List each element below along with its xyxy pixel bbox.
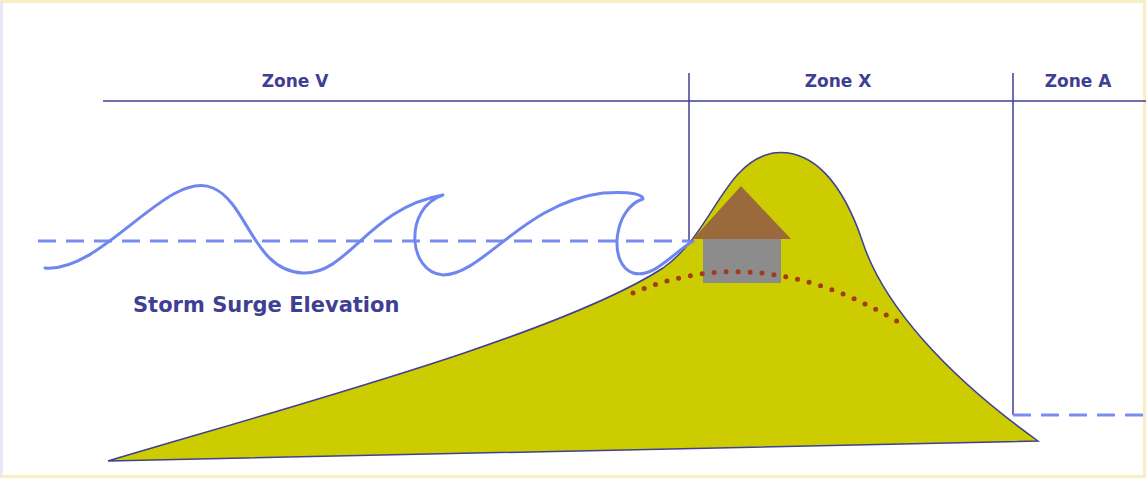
- coastal-illustration: [3, 3, 1146, 478]
- zone-label: Zone V: [262, 71, 329, 91]
- wave: [45, 185, 693, 275]
- house-body: [703, 237, 781, 283]
- text-layer: Zone V Zone X Zone A Storm Surge Elevation: [3, 3, 1146, 478]
- zone-label: Zone X: [805, 71, 872, 91]
- erosion-line: [633, 272, 903, 325]
- flood-level-line: [1013, 414, 1146, 417]
- zone-label: Zone A: [1045, 71, 1112, 91]
- elevation-label: Storm Surge Elevation: [133, 293, 399, 317]
- house-roof: [693, 186, 791, 239]
- zone-divider: [1012, 73, 1014, 415]
- zone-divider: [688, 73, 690, 241]
- zone-header-line: [103, 100, 1146, 102]
